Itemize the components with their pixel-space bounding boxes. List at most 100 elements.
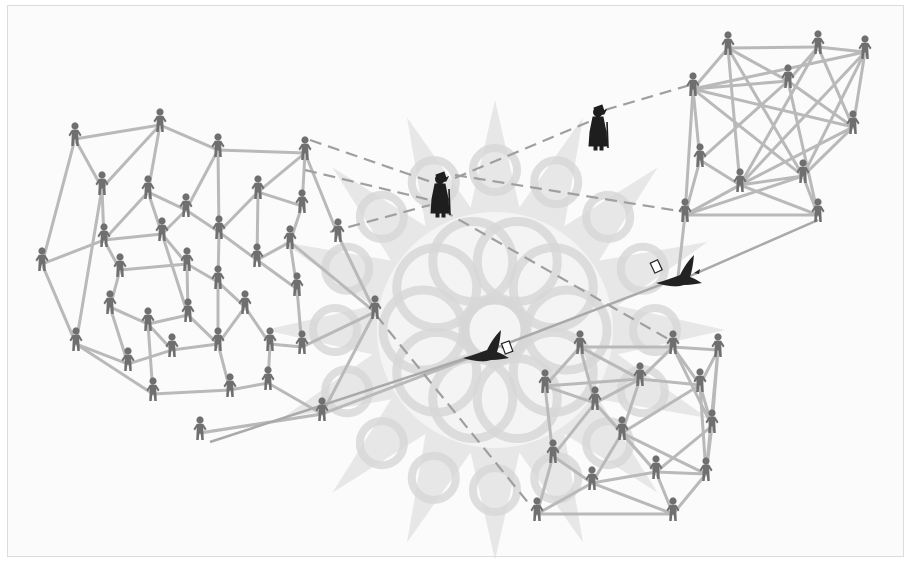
link-line <box>578 345 642 381</box>
dashed-link-line <box>454 173 686 214</box>
link-line <box>74 342 130 366</box>
link-line <box>40 262 78 346</box>
link-line <box>102 232 164 242</box>
link-line <box>160 208 188 236</box>
person-icon <box>97 223 111 247</box>
messenger-figures <box>430 104 702 362</box>
letter-icon <box>500 340 514 355</box>
traveler-icon <box>588 104 609 151</box>
link-line <box>256 151 307 194</box>
link-line <box>738 45 820 187</box>
link-line <box>691 46 730 91</box>
link-line <box>228 381 270 392</box>
letter-icon <box>649 258 663 274</box>
link-line <box>726 46 805 178</box>
link-line <box>698 79 790 162</box>
link-line <box>676 213 687 279</box>
link-line <box>590 470 658 485</box>
link-line <box>216 148 307 155</box>
link-line <box>108 305 130 366</box>
link-line <box>691 79 790 91</box>
link-line <box>256 190 304 208</box>
dashed-link-line <box>441 209 671 341</box>
link-line <box>593 377 642 405</box>
link-line <box>726 46 742 187</box>
link-line <box>590 481 675 516</box>
link-line <box>489 278 674 352</box>
link-line <box>198 412 324 435</box>
link-line <box>73 137 104 190</box>
link-line <box>102 190 150 242</box>
link-line <box>158 123 220 152</box>
dashed-link-line <box>329 203 431 234</box>
link-line <box>151 388 232 396</box>
link-line <box>671 472 708 516</box>
link-line <box>288 240 377 314</box>
link-line <box>654 470 708 476</box>
link-line <box>217 230 259 262</box>
link-line <box>336 233 377 314</box>
link-line <box>184 148 220 212</box>
link-line <box>40 137 77 266</box>
link-line <box>738 174 805 187</box>
person-icon <box>238 290 252 314</box>
dashed-link-line <box>304 168 431 202</box>
link-line <box>543 345 582 388</box>
link-line <box>551 454 594 485</box>
link-line <box>671 345 720 352</box>
link-line <box>698 158 742 187</box>
link-line <box>543 384 597 405</box>
bridge-links <box>304 83 691 506</box>
link-line <box>108 305 150 326</box>
link-line <box>738 50 867 187</box>
link-line <box>801 125 855 178</box>
dashed-link-line <box>375 314 531 506</box>
link-line <box>691 50 867 91</box>
dashed-link-line <box>604 83 691 112</box>
link-line <box>816 45 867 54</box>
link-line <box>217 190 260 234</box>
link-line <box>535 454 555 516</box>
link-line <box>551 401 597 458</box>
link-line <box>691 87 855 129</box>
link-line <box>73 123 162 141</box>
link-line <box>671 345 714 428</box>
link-line <box>543 377 642 388</box>
link-line <box>146 190 188 212</box>
link-line <box>209 350 486 444</box>
link-line <box>683 174 805 217</box>
link-line <box>578 345 597 405</box>
link-line <box>160 232 190 317</box>
link-line <box>320 310 377 416</box>
link-line <box>726 45 820 50</box>
link-line <box>303 151 340 237</box>
link-line <box>216 280 247 309</box>
person-icon <box>165 333 179 357</box>
link-line <box>100 123 162 190</box>
link-line <box>74 186 104 346</box>
link-line <box>691 87 805 178</box>
dashed-link-line <box>309 138 441 187</box>
dashed-link-line <box>454 116 599 180</box>
link-line <box>170 342 220 352</box>
link-line <box>683 183 742 217</box>
link-line <box>255 258 299 291</box>
link-line <box>118 262 189 272</box>
link-line <box>726 46 790 83</box>
person-icon <box>193 416 207 440</box>
link-line <box>74 342 155 396</box>
link-line <box>40 238 106 266</box>
link-line <box>786 79 855 129</box>
link-line <box>590 431 624 485</box>
link-line <box>786 79 820 217</box>
link-line <box>146 313 190 326</box>
link-line <box>185 262 220 284</box>
link-line <box>738 125 855 187</box>
link-line <box>620 383 702 435</box>
link-line <box>535 481 594 516</box>
link-line <box>320 350 487 416</box>
link-line <box>268 342 304 349</box>
link-line <box>738 183 820 217</box>
link-line <box>300 310 377 349</box>
